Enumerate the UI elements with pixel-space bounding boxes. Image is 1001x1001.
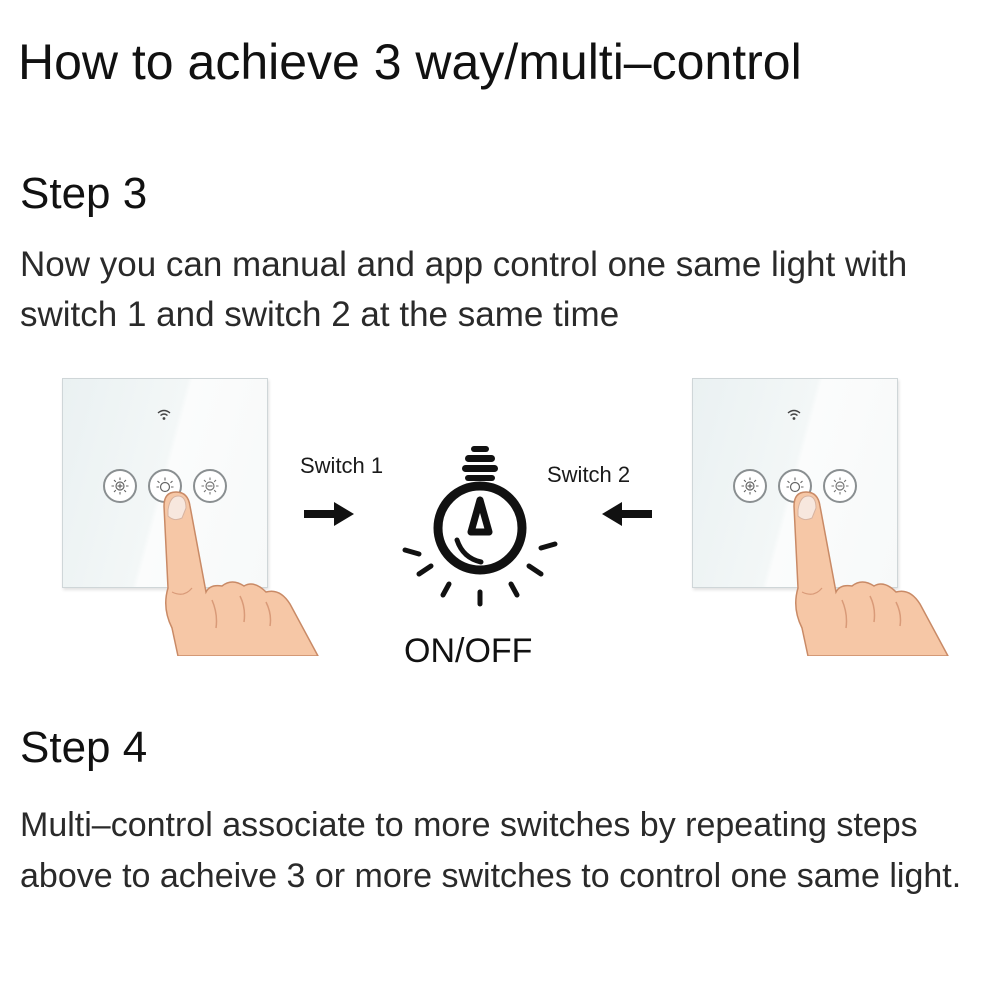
brightness-up-button[interactable] bbox=[103, 469, 137, 503]
brightness-down-icon bbox=[201, 477, 219, 495]
switch-1-label: Switch 1 bbox=[300, 453, 384, 478]
wifi-icon bbox=[787, 409, 801, 420]
arrow-right-icon bbox=[304, 502, 354, 526]
brightness-down-button[interactable] bbox=[823, 469, 857, 503]
light-bulb-icon bbox=[402, 446, 558, 607]
switch-2-label: Switch 2 bbox=[547, 462, 631, 487]
hand-pressing-switch-2 bbox=[793, 491, 949, 656]
page-title: How to achieve 3 way/multi–control bbox=[18, 34, 802, 90]
step3-description: Now you can manual and app control one s… bbox=[20, 245, 908, 334]
switch-panel-2 bbox=[692, 378, 898, 588]
step4-heading: Step 4 bbox=[20, 723, 148, 772]
light-icon bbox=[156, 477, 174, 493]
brightness-down-button[interactable] bbox=[193, 469, 227, 503]
switch-panel-1 bbox=[62, 378, 268, 588]
brightness-down-icon bbox=[831, 477, 849, 495]
brightness-up-icon bbox=[111, 477, 129, 495]
step3-heading: Step 3 bbox=[20, 169, 148, 218]
hand-pressing-switch-1 bbox=[163, 491, 319, 656]
on-off-label: ON/OFF bbox=[404, 632, 533, 670]
brightness-up-icon bbox=[741, 477, 759, 495]
light-icon bbox=[786, 477, 804, 493]
wifi-icon bbox=[157, 409, 171, 420]
step4-description: Multi–control associate to more switches… bbox=[20, 806, 962, 895]
arrow-left-icon bbox=[602, 502, 652, 526]
brightness-up-button[interactable] bbox=[733, 469, 767, 503]
